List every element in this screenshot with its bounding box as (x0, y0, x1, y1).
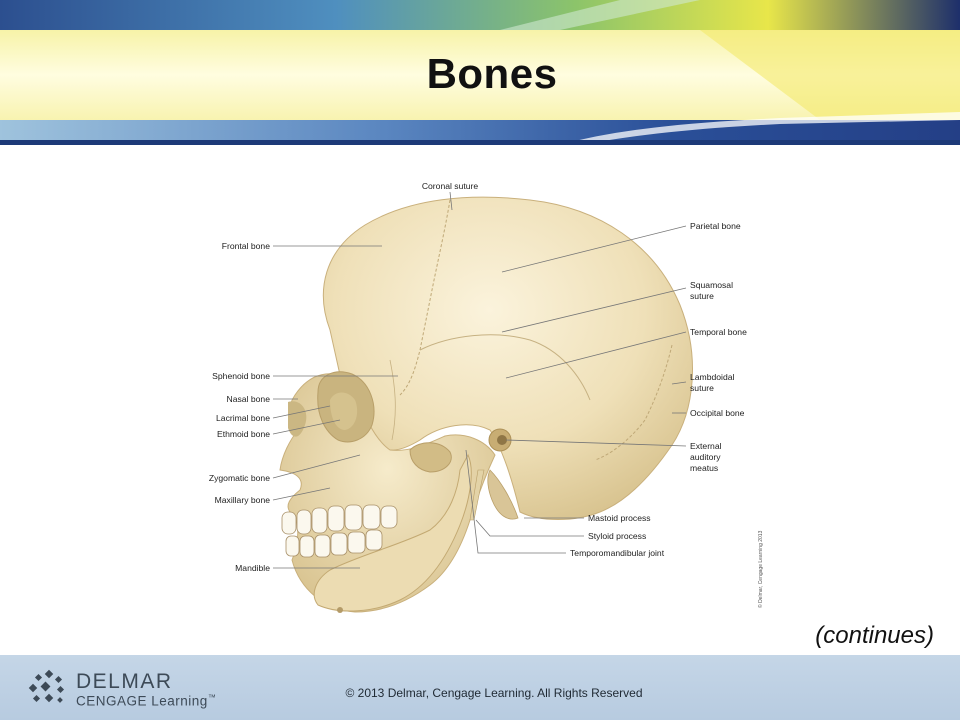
label-temporomandibular-joint: Temporomandibular joint (570, 548, 665, 558)
logo-cengage-wordmark: CENGAGE Learning (76, 693, 208, 709)
continues-note: (continues) (815, 622, 934, 649)
label-external-auditory-meatus-2: auditory (690, 452, 721, 462)
slide-title: Bones (426, 50, 558, 97)
label-external-auditory-meatus-1: External (690, 441, 722, 451)
skull-illustration: Coronal suture Frontal bone Parietal bon… (209, 181, 764, 613)
image-credit: © Delmar, Cengage Learning 2013 (757, 530, 764, 608)
label-nasal-bone: Nasal bone (227, 394, 271, 404)
label-occipital-bone: Occipital bone (690, 408, 745, 418)
label-lambdoidal-suture-2: suture (690, 383, 714, 393)
label-lambdoidal-suture-1: Lambdoidal (690, 372, 735, 382)
delmar-cengage-logo: DELMAR CENGAGE Learning™ (28, 669, 228, 709)
header-banner (0, 0, 960, 145)
mandible-shape (313, 453, 472, 612)
slide-footer: DELMAR CENGAGE Learning™ © 2013 Delmar, … (0, 655, 960, 720)
skull-diagram: Coronal suture Frontal bone Parietal bon… (0, 145, 960, 655)
copyright-text: © 2013 Delmar, Cengage Learning. All Rig… (345, 686, 643, 700)
label-coronal-suture: Coronal suture (422, 181, 479, 191)
label-squamosal-suture-1: Squamosal (690, 280, 733, 290)
slide-header: Bones (0, 0, 960, 145)
cengage-dots-icon (28, 669, 65, 703)
label-styloid-process: Styloid process (588, 531, 646, 541)
lower-teeth (285, 529, 383, 558)
logo-trademark: ™ (207, 693, 217, 702)
label-parietal-bone: Parietal bone (690, 221, 741, 231)
label-maxillary-bone: Maxillary bone (215, 495, 271, 505)
label-frontal-bone: Frontal bone (222, 241, 270, 251)
logo-delmar-text: DELMAR (76, 670, 173, 693)
upper-teeth (281, 504, 398, 535)
label-ethmoid-bone: Ethmoid bone (217, 429, 270, 439)
leader-lines (272, 191, 687, 569)
label-external-auditory-meatus-3: meatus (690, 463, 718, 473)
label-zygomatic-bone: Zygomatic bone (209, 473, 270, 483)
label-temporal-bone: Temporal bone (690, 327, 747, 337)
logo-cengage-text: CENGAGE Learning™ (76, 693, 216, 709)
label-squamosal-suture-2: suture (690, 291, 714, 301)
label-sphenoid-bone: Sphenoid bone (212, 371, 270, 381)
cranium-shape (323, 196, 693, 520)
label-lacrimal-bone: Lacrimal bone (216, 413, 270, 423)
label-mastoid-process: Mastoid process (588, 513, 651, 523)
label-mandible: Mandible (235, 563, 270, 573)
